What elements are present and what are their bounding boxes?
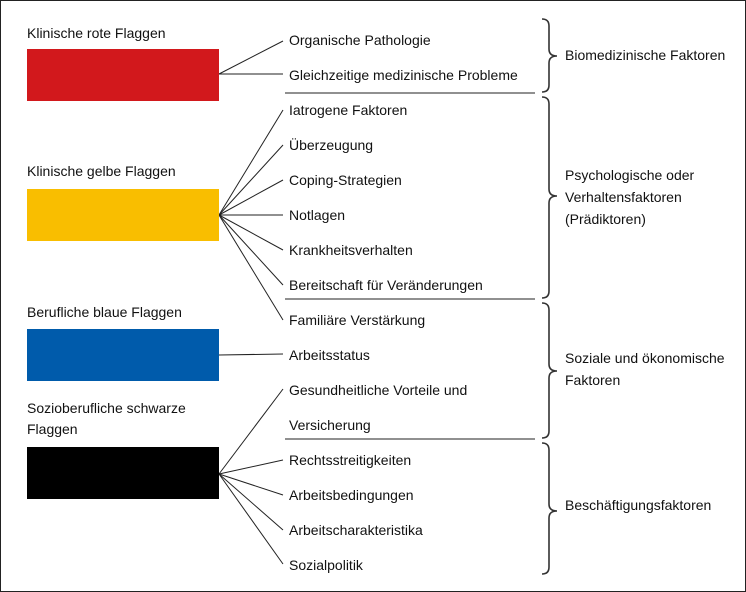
connector-line <box>218 40 284 75</box>
item-label: Bereitschaft für Veränderungen <box>289 277 483 293</box>
item-label: Familiäre Verstärkung <box>289 312 426 328</box>
connector-line <box>218 459 284 475</box>
group-label-psychological-line: Verhaltensfaktoren <box>565 189 682 205</box>
connector-line <box>218 214 284 251</box>
item-label: Krankheitsverhalten <box>289 242 413 258</box>
connector-line <box>218 473 284 565</box>
connector-line <box>218 473 284 496</box>
flag-title-red: Klinische rote Flaggen <box>27 25 166 41</box>
brace <box>541 18 558 93</box>
flag-swatch-blue <box>27 329 219 381</box>
item-label: Organische Pathologie <box>289 32 431 48</box>
item-label: Sozialpolitik <box>289 557 363 573</box>
flag-swatch-yellow <box>27 189 219 241</box>
group-label-social-line: Faktoren <box>565 372 621 388</box>
item-label: Iatrogene Faktoren <box>289 102 408 118</box>
connector-line <box>218 214 284 321</box>
flag-swatch-red <box>27 49 219 101</box>
item-label: Notlagen <box>289 207 346 223</box>
brace <box>541 442 558 575</box>
item-label: Überzeugung <box>289 137 374 153</box>
group-label-psychological-line: Psychologische oder <box>565 167 695 183</box>
item-label: Gesundheitliche Vorteile und <box>289 382 468 398</box>
flag-swatch-black <box>27 447 219 499</box>
brace <box>541 96 558 299</box>
item-label: Coping-Strategien <box>289 172 402 188</box>
flag-title-black: Sozioberufliche schwarze Flaggen <box>27 400 186 437</box>
connector-line <box>218 144 284 216</box>
item-label: Gleichzeitige medizinische Probleme <box>289 67 518 83</box>
item-label: Versicherung <box>289 417 371 433</box>
connector-line <box>218 109 284 216</box>
item-label: Rechtsstreitigkeiten <box>289 452 412 468</box>
item-label: Arbeitsstatus <box>289 347 370 363</box>
brace <box>541 302 558 439</box>
group-label-psychological-line: (Prädiktoren) <box>565 211 646 227</box>
flag-title-blue: Berufliche blaue Flaggen <box>27 304 182 320</box>
item-label: Arbeitsbedingungen <box>289 487 414 503</box>
connector-line <box>218 353 284 356</box>
connector-line <box>218 179 284 216</box>
item-label: Arbeitscharakteristika <box>289 522 423 538</box>
flag-title-yellow: Klinische gelbe Flaggen <box>27 163 176 179</box>
group-label-social-line: Soziale und ökonomische <box>565 350 725 366</box>
group-label-employment: Beschäftigungsfaktoren <box>565 497 712 513</box>
group-label-biomedical: Biomedizinische Faktoren <box>565 47 726 63</box>
connector-line <box>218 473 284 531</box>
connector-line <box>218 388 284 475</box>
connector-line <box>218 214 284 286</box>
